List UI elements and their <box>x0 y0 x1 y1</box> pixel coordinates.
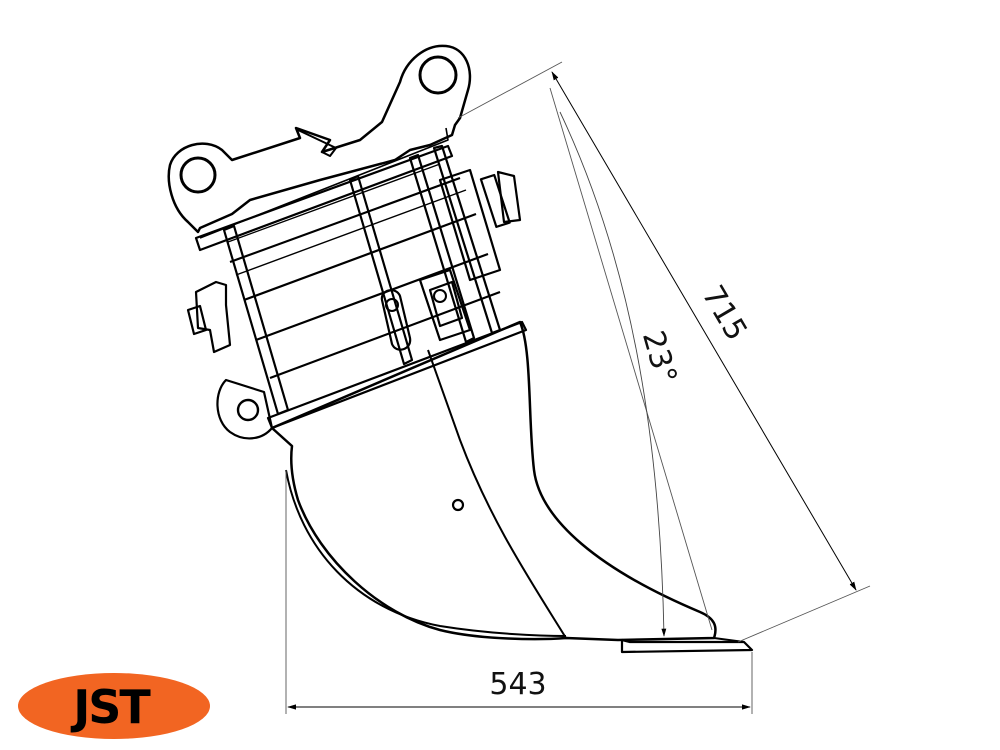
dimension-angle: 23° <box>549 87 713 637</box>
frame-bar-4 <box>269 290 501 380</box>
front-hinge-knob <box>186 304 208 336</box>
lock-pin-body <box>380 289 412 351</box>
angle-value: 23° <box>635 327 683 388</box>
lock-block <box>418 268 472 342</box>
length-value: 715 <box>695 280 754 347</box>
length-dimension-line <box>551 71 857 591</box>
frame-assembly <box>186 144 528 440</box>
angle-reference-line <box>549 87 713 631</box>
lower-eye-lug <box>216 378 274 440</box>
logo-text: JST <box>70 680 151 734</box>
lower-eye-hole <box>236 398 260 422</box>
side-plate-right <box>408 153 476 344</box>
lock-block-inner <box>428 280 464 328</box>
jst-logo: JST <box>18 673 210 739</box>
angle-arc <box>559 111 667 637</box>
coupler-notch <box>297 129 337 157</box>
frame-bar-1 <box>229 176 461 264</box>
lock-block-bolt <box>433 289 447 303</box>
width-value: 543 <box>489 667 546 702</box>
shank-seam <box>427 349 567 639</box>
rear-pin-eye <box>418 55 458 95</box>
coupler-top-plate <box>167 44 472 234</box>
tip-wear-plate <box>620 638 754 654</box>
upper-band <box>194 144 454 252</box>
coupler-plate-inner <box>199 127 449 239</box>
frame-inner-1 <box>227 163 441 243</box>
front-pin-eye <box>179 156 217 194</box>
frame-bar-3 <box>255 252 489 342</box>
ripper-shank <box>270 320 754 654</box>
frame-inner-2 <box>235 189 467 276</box>
rear-bolt-housing <box>438 168 502 282</box>
side-plate-left <box>222 224 290 416</box>
dimension-width: 543 <box>285 470 753 714</box>
shank-front-edge <box>285 469 567 637</box>
logo-ellipse <box>18 673 210 739</box>
lock-pin-head <box>385 298 399 312</box>
length-extension-top <box>457 61 563 119</box>
length-extension-bottom <box>737 585 871 643</box>
rear-bolt-head <box>496 170 522 224</box>
frame-bar-2 <box>243 212 477 302</box>
shank-hole <box>451 498 465 512</box>
front-hinge-block <box>194 280 232 354</box>
